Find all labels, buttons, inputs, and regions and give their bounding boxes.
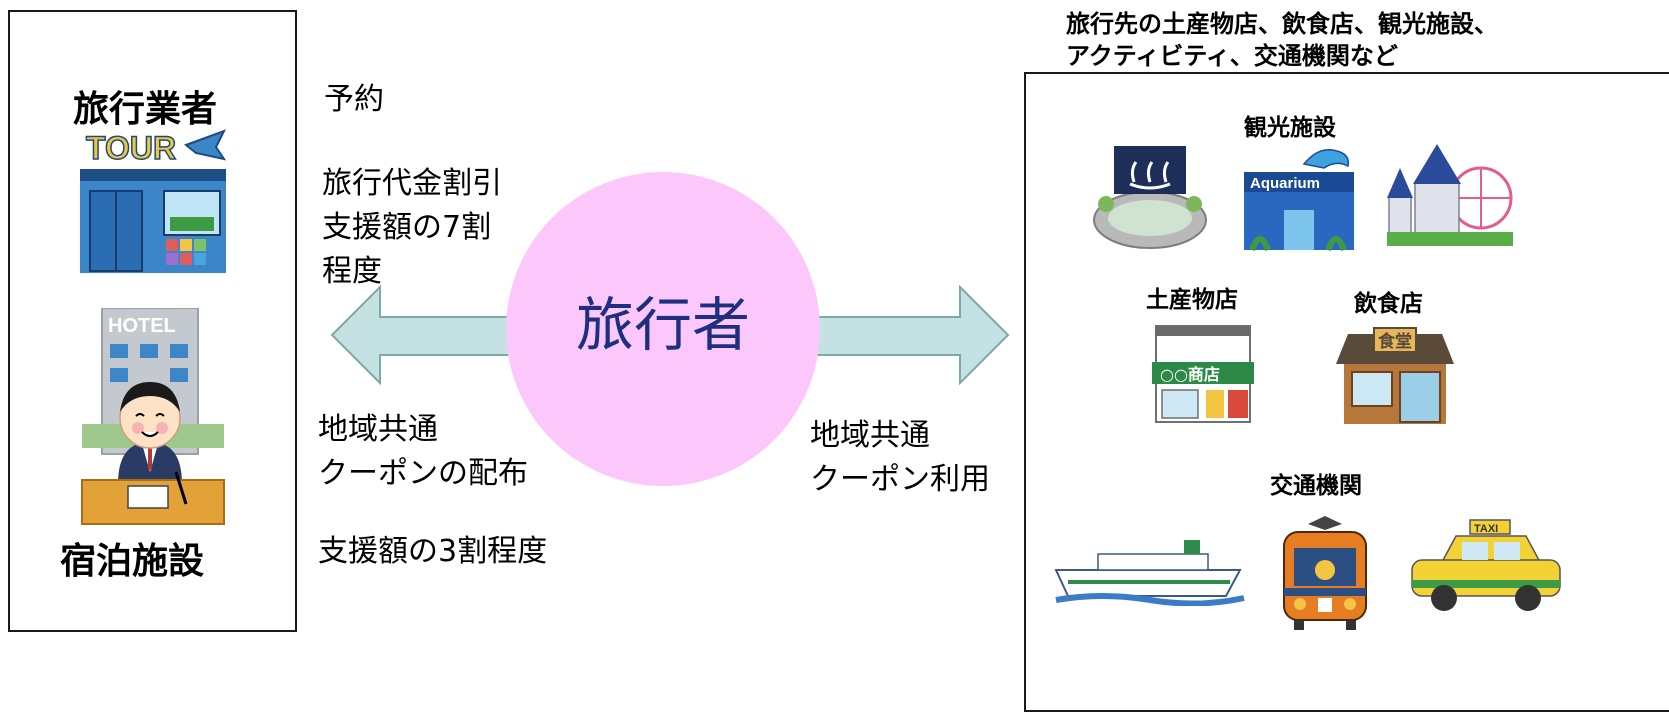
right-arrow	[811, 285, 1010, 385]
travel-agency-title: 旅行業者	[73, 89, 218, 130]
reservation-label: 予約	[324, 82, 384, 117]
hotel-sign: HOTEL	[108, 315, 176, 337]
hotel-clerk-icon: HOTEL	[78, 308, 228, 530]
sightseeing-title: 観光施設	[1244, 115, 1336, 141]
shop-sign: ○○商店	[1160, 365, 1220, 384]
tour-agency-icon: TOUR	[78, 125, 228, 275]
lodging-title: 宿泊施設	[60, 541, 205, 582]
traveler-circle	[506, 172, 820, 486]
discount-line-1: 旅行代金割引	[322, 166, 502, 201]
restaurant-sign: 食堂	[1378, 331, 1412, 352]
train-icon	[1276, 516, 1374, 632]
souvenir-shop-icon: ○○商店	[1150, 322, 1256, 424]
souvenir-shop-title: 土産物店	[1146, 287, 1238, 313]
taxi-sign: TAXI	[1474, 523, 1498, 535]
traveler-label: 旅行者	[575, 291, 750, 359]
left-arrow	[330, 285, 519, 385]
discount-line-2: 支援額の7割	[322, 210, 492, 245]
discount-line-3: 程度	[322, 254, 382, 289]
hot-spring-icon	[1090, 142, 1210, 252]
coupon-use-line-2: クーポン利用	[810, 462, 990, 497]
coupon-distribution-line-2: クーポンの配布	[318, 456, 528, 491]
transport-title: 交通機関	[1270, 473, 1362, 499]
tour-sign: TOUR	[86, 130, 176, 166]
aquarium-icon: Aquarium	[1240, 142, 1358, 252]
ferry-icon	[1054, 534, 1246, 606]
support-30-percent-label: 支援額の3割程度	[318, 534, 548, 569]
destinations-caption-line-2: アクティビティ、交通機関など	[1066, 42, 1398, 70]
coupon-distribution-line-1: 地域共通	[318, 412, 438, 447]
amusement-park-icon	[1385, 138, 1515, 248]
coupon-use-line-1: 地域共通	[810, 418, 930, 453]
restaurant-icon: 食堂	[1334, 320, 1456, 426]
destinations-caption-line-1: 旅行先の土産物店、飲食店、観光施設、	[1066, 10, 1498, 38]
restaurant-title: 飲食店	[1354, 291, 1423, 317]
taxi-icon: TAXI	[1408, 518, 1564, 612]
aquarium-sign: Aquarium	[1250, 175, 1320, 192]
